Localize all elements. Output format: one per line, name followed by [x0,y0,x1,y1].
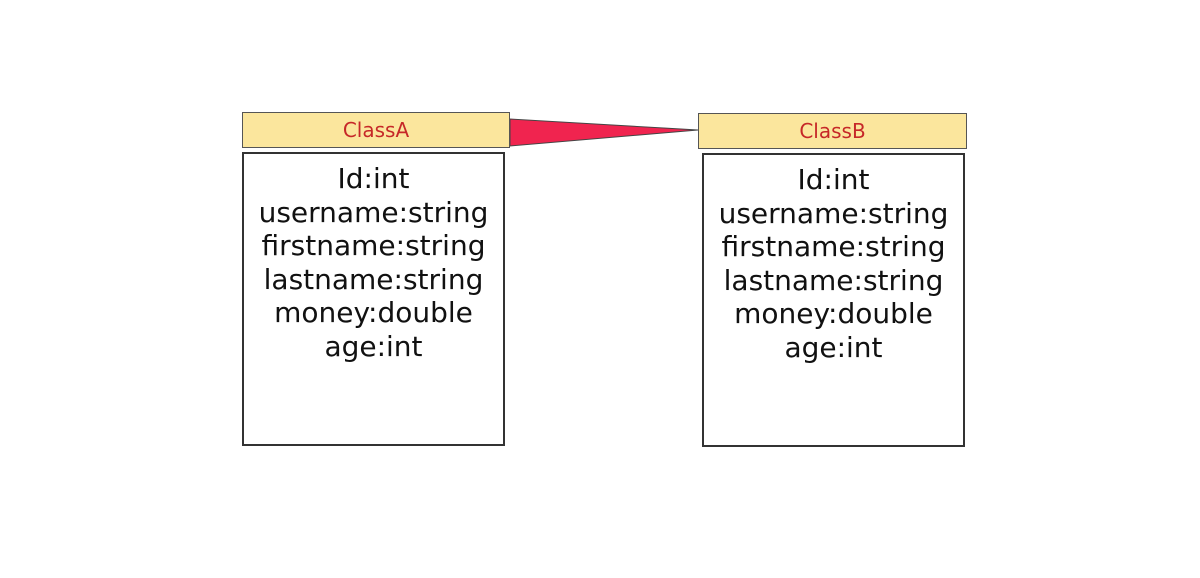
class-b-attribute: firstname:string [721,230,946,264]
class-b-attribute: money:double [734,297,933,331]
class-a-body[interactable]: Id:int username:string firstname:string … [242,152,505,446]
class-a-attribute: money:double [274,296,473,330]
class-a-header[interactable]: ClassA [242,112,510,148]
class-b-name: ClassB [799,119,866,143]
class-a-attribute: username:string [258,195,489,229]
class-a-attribute: age:int [324,329,423,363]
class-b-body[interactable]: Id:int username:string firstname:string … [702,153,965,447]
class-a-attribute: lastname:string [263,262,484,296]
class-a-attribute: Id:int [337,162,410,195]
class-b-header[interactable]: ClassB [698,113,967,149]
class-b-attribute: username:string [718,196,949,230]
association-wedge [509,118,699,147]
class-a-attribute: firstname:string [261,229,486,263]
class-b-attribute: lastname:string [723,263,944,297]
class-a-name: ClassA [342,118,410,142]
class-b-attribute: age:int [784,330,883,364]
class-b-attribute: Id:int [797,163,870,196]
